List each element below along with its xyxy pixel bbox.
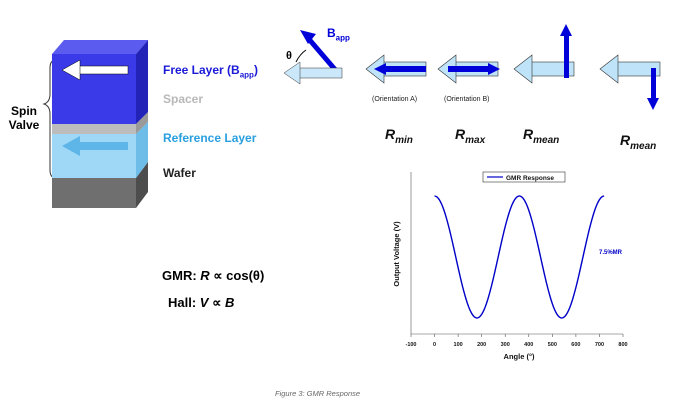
- spin-valve-stack: [42, 40, 148, 208]
- r-mean-label: Rmean: [523, 126, 560, 146]
- gmr-equation: GMR: R ∝ cos(θ): [162, 268, 265, 283]
- x-tick-label: 700: [595, 342, 604, 348]
- x-tick-label: 100: [454, 342, 463, 348]
- gmr-response-line: [434, 195, 605, 319]
- theta-arc: [295, 49, 307, 63]
- chart-annotation: 7.5%MR: [599, 250, 623, 256]
- hall-equation: Hall: V ∝ B: [168, 295, 235, 310]
- chart-legend: GMR Response: [482, 171, 566, 183]
- legend-label: GMR Response: [506, 175, 554, 182]
- x-tick-label: 400: [524, 342, 533, 348]
- reference-layer-arrow: [62, 136, 128, 156]
- spacer-layer: [52, 124, 136, 134]
- x-axis-label: Angle (°): [504, 352, 535, 361]
- bapp-label: Bapp: [327, 26, 350, 43]
- free-layer-label: Free Layer (Bapp): [163, 63, 258, 80]
- field-reference-arrow: [283, 61, 343, 85]
- orientation-a-arrows: [365, 54, 427, 84]
- orientation-b-caption: (Orientation B): [444, 96, 490, 103]
- x-tick-label: 800: [618, 342, 627, 348]
- x-tick-label: 0: [433, 342, 436, 348]
- orientation-c-arrows: [513, 24, 575, 84]
- wafer-label: Wafer: [163, 166, 196, 180]
- reference-layer-label: Reference Layer: [163, 131, 257, 145]
- orientation-d-arrows: [599, 54, 661, 110]
- theta-label: θ: [286, 50, 292, 62]
- orientation-arrows: [283, 24, 661, 110]
- x-tick-label: 200: [477, 342, 486, 348]
- applied-field-arrow: [300, 30, 340, 75]
- free-layer-arrow: [61, 59, 129, 81]
- x-tick-label: 600: [571, 342, 580, 348]
- x-tick-label: -100: [405, 342, 416, 348]
- r-min-label: Rmin: [385, 126, 413, 146]
- x-tick-label: 500: [548, 342, 557, 348]
- spacer-label: Spacer: [163, 92, 204, 106]
- free-layer: [52, 40, 148, 54]
- orientation-a-caption: (Orientation A): [372, 96, 418, 103]
- x-tick-label: 300: [501, 342, 510, 348]
- r-max-label: Rmax: [455, 126, 486, 146]
- spin-valve-brace: [42, 59, 57, 179]
- y-axis-label: Output Voltage (V): [392, 221, 401, 287]
- r-mean-label-2: Rmean: [620, 132, 657, 152]
- orientation-b-arrows: [437, 54, 500, 84]
- gmr-response-chart: -100 0 100 200 300 400 500 600 700 800 GMR Respon…: [392, 171, 628, 361]
- figure-caption: Figure 3: GMR Response: [275, 389, 361, 398]
